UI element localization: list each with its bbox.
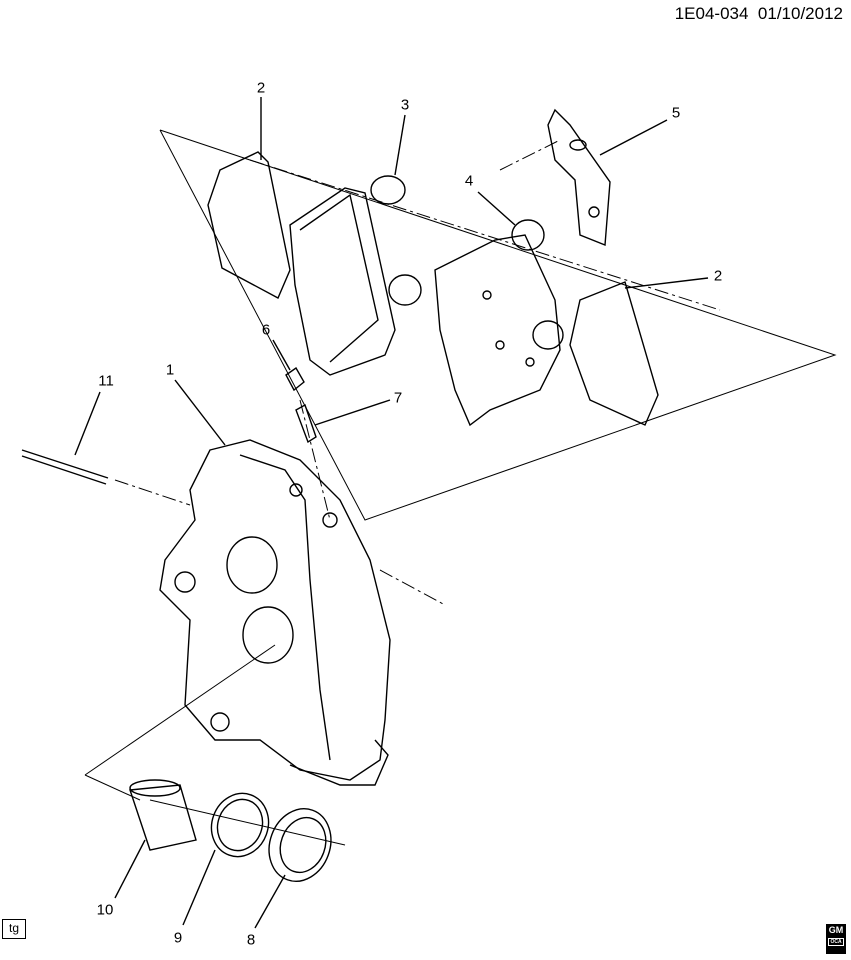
piston [129,784,197,851]
guide-pin-2 [21,455,107,485]
callout-2-shim-right: 2 [713,267,723,285]
caliper-mount-hole [174,571,196,593]
piston-bore-lower [242,606,294,664]
diagram-id: 1E04-034 [674,4,749,23]
guide-pin [21,449,109,479]
caliper-bridge [239,454,331,761]
shim-right [569,281,659,426]
caliper-bolt [289,483,303,497]
piston-bore-upper [226,536,278,594]
piston-face [129,779,181,797]
clip-hole [588,206,600,218]
piston-axis [149,799,346,846]
callout-11: 11 [98,372,114,390]
pad-clip [547,108,611,247]
pad-pin-bottom [388,274,422,306]
pad-pin-top [370,175,406,205]
bleeder-cap [285,366,305,392]
callout-8: 8 [246,931,256,949]
tg-label-box: tg [2,919,26,939]
gm-logo-subtext: OCA [828,938,844,946]
brake-pad-inner [289,187,396,376]
gm-logo-text: GM [828,925,844,935]
piston-seal-inner [216,798,264,852]
gm-logo: GM OCA [826,924,846,954]
callout-7: 7 [393,389,403,407]
clip-slot [569,139,587,151]
caliper-bolt [322,512,338,528]
diagram-date: 01/10/2012 [757,4,843,23]
leader-lines [74,97,709,929]
axis-line-caliper [379,569,446,606]
diagram-header: 1E04-034 01/10/2012 [675,4,843,24]
axis-line-upper [249,159,721,311]
brake-pad-inner-face [299,193,379,363]
callout-2-shim-left: 2 [256,79,266,97]
piston-outline-line [84,644,276,776]
piston-outline-line-2 [84,774,141,801]
callout-5: 5 [671,104,681,122]
pad-hole [482,290,492,300]
pad-pin-4 [511,219,545,251]
pad-pin-4b [532,320,564,350]
exploded-view-outline [159,129,837,521]
callout-4: 4 [464,172,474,190]
callout-3: 3 [400,96,410,114]
brake-tube [289,739,389,786]
shim-left [207,151,291,299]
caliper-mount-hole [210,712,230,732]
bleeder-screw [295,403,317,444]
axis-line-clip [499,139,561,171]
axis-line-pin [114,479,191,506]
bleeder-axis [299,399,331,521]
dust-boot [268,808,332,882]
callout-1: 1 [165,361,175,379]
callout-9: 9 [173,929,183,947]
pad-hole [495,340,505,350]
pad-hole [525,357,535,367]
callout-6: 6 [261,321,271,339]
piston-seal [210,792,270,858]
callout-10: 10 [96,901,114,919]
brake-pad-outer [434,234,561,427]
caliper-body [159,439,391,781]
dust-boot-inner [279,816,327,874]
